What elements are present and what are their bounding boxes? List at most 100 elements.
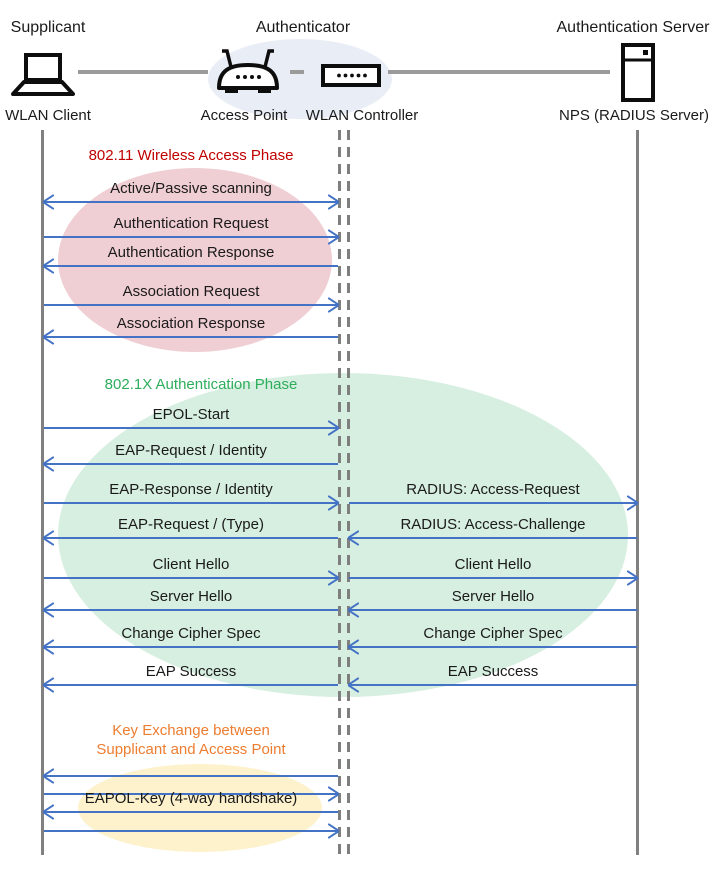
message-arrow: RADIUS: Access-Request <box>349 481 637 504</box>
phase-title-key-exchange-line1: Key Exchange between <box>112 722 270 739</box>
message-arrow: Change Cipher Spec <box>44 625 338 648</box>
arrow-line <box>349 502 637 504</box>
device-label-wlan-client: WLAN Client <box>5 107 91 124</box>
arrowhead-left-icon <box>348 640 361 654</box>
arrowhead-right-icon <box>326 298 339 312</box>
arrow-line <box>349 537 637 539</box>
arrow-line <box>44 236 338 238</box>
message-arrow: Client Hello <box>44 556 338 579</box>
message-arrow <box>44 830 338 832</box>
arrowhead-left-icon <box>43 259 56 273</box>
arrowhead-right-icon <box>326 824 339 838</box>
message-arrow: Authentication Request <box>44 215 338 238</box>
arrow-line <box>44 811 338 813</box>
lifeline-access-point <box>338 130 341 855</box>
message-arrow: EAP-Request / (Type) <box>44 516 338 539</box>
phase-title-8021x-authentication: 802.1X Authentication Phase <box>104 376 298 393</box>
arrow-line <box>349 577 637 579</box>
connector-ap-controller <box>290 70 304 74</box>
arrowhead-left-icon <box>348 678 361 692</box>
phase-title-80211-wireless-access: 802.11 Wireless Access Phase <box>88 147 294 164</box>
controller-box-icon <box>321 64 381 87</box>
arrow-line <box>44 684 338 686</box>
arrow-line <box>44 775 338 777</box>
message-arrow: EAP-Response / Identity <box>44 481 338 504</box>
message-label: EAPOL-Key (4-way handshake) <box>84 790 298 807</box>
message-label: Authentication Request <box>113 215 269 232</box>
device-label-access-point: Access Point <box>200 107 288 124</box>
message-label: Association Request <box>122 283 260 300</box>
lifeline-wlan-client <box>41 130 44 855</box>
arrow-line <box>349 646 637 648</box>
arrowhead-right-icon <box>326 571 339 585</box>
arrowhead-left-icon <box>43 805 56 819</box>
arrowhead-right-icon <box>326 421 339 435</box>
arrowhead-left-icon <box>43 531 56 545</box>
arrow-line <box>44 830 338 832</box>
message-arrow: Active/Passive scanning <box>44 180 338 203</box>
message-label: Change Cipher Spec <box>423 625 563 642</box>
arrow-line <box>349 684 637 686</box>
arrow-line <box>44 577 338 579</box>
message-arrow: Change Cipher Spec <box>349 625 637 648</box>
message-label: Association Response <box>116 315 266 332</box>
arrowhead-right-icon <box>326 195 339 209</box>
arrowhead-right-icon <box>625 571 638 585</box>
role-label-authentication-server: Authentication Server <box>556 19 710 36</box>
connector-client-ap <box>78 70 208 74</box>
device-label-radius-server: NPS (RADIUS Server) <box>558 107 710 124</box>
message-arrow: EAP-Request / Identity <box>44 442 338 465</box>
device-label-wlan-controller: WLAN Controller <box>305 107 419 124</box>
message-arrow: EAP Success <box>44 663 338 686</box>
message-arrow: Client Hello <box>349 556 637 579</box>
message-label: Change Cipher Spec <box>121 625 261 642</box>
lifeline-wlan-controller <box>347 130 350 855</box>
message-label: Client Hello <box>152 556 230 573</box>
role-label-authenticator: Authenticator <box>255 19 351 36</box>
arrow-line <box>44 537 338 539</box>
arrowhead-right-icon <box>625 496 638 510</box>
message-arrow: EAPOL-Key (4-way handshake) <box>44 790 338 813</box>
arrow-line <box>44 201 338 203</box>
message-label: Active/Passive scanning <box>110 180 272 197</box>
message-arrow: Server Hello <box>44 588 338 611</box>
message-label: Authentication Response <box>107 244 275 261</box>
arrow-line <box>44 646 338 648</box>
role-label-supplicant: Supplicant <box>10 19 86 36</box>
arrowhead-left-icon <box>43 603 56 617</box>
arrowhead-right-icon <box>326 230 339 244</box>
message-label: EAP Success <box>447 663 539 680</box>
message-arrow: EAP Success <box>349 663 637 686</box>
message-label: EAP Success <box>145 663 237 680</box>
arrow-line <box>44 793 338 795</box>
arrowhead-left-icon <box>43 457 56 471</box>
arrowhead-left-icon <box>43 195 56 209</box>
message-label: RADIUS: Access-Challenge <box>400 516 586 533</box>
message-arrow <box>44 793 338 795</box>
laptop-icon <box>11 53 75 96</box>
arrow-line <box>349 609 637 611</box>
arrow-line <box>44 336 338 338</box>
arrowhead-left-icon <box>348 531 361 545</box>
lifeline-radius-server <box>636 130 639 855</box>
message-arrow <box>44 775 338 777</box>
message-arrow: Association Request <box>44 283 338 306</box>
wireless-phase-ellipse <box>58 168 332 352</box>
arrowhead-left-icon <box>348 603 361 617</box>
message-label: EAP-Response / Identity <box>109 481 273 498</box>
wireless-router-icon <box>217 49 279 93</box>
message-arrow: Server Hello <box>349 588 637 611</box>
message-label: Server Hello <box>451 588 535 605</box>
message-label: Client Hello <box>454 556 532 573</box>
key-exchange-ellipse <box>78 764 322 852</box>
arrow-line <box>44 463 338 465</box>
arrowhead-left-icon <box>43 678 56 692</box>
arrowhead-right-icon <box>326 496 339 510</box>
message-label: EAP-Request / Identity <box>115 442 267 459</box>
server-tower-icon <box>621 43 655 102</box>
message-label: RADIUS: Access-Request <box>406 481 580 498</box>
connector-controller-server <box>388 70 610 74</box>
arrowhead-left-icon <box>43 330 56 344</box>
message-arrow: Authentication Response <box>44 244 338 267</box>
